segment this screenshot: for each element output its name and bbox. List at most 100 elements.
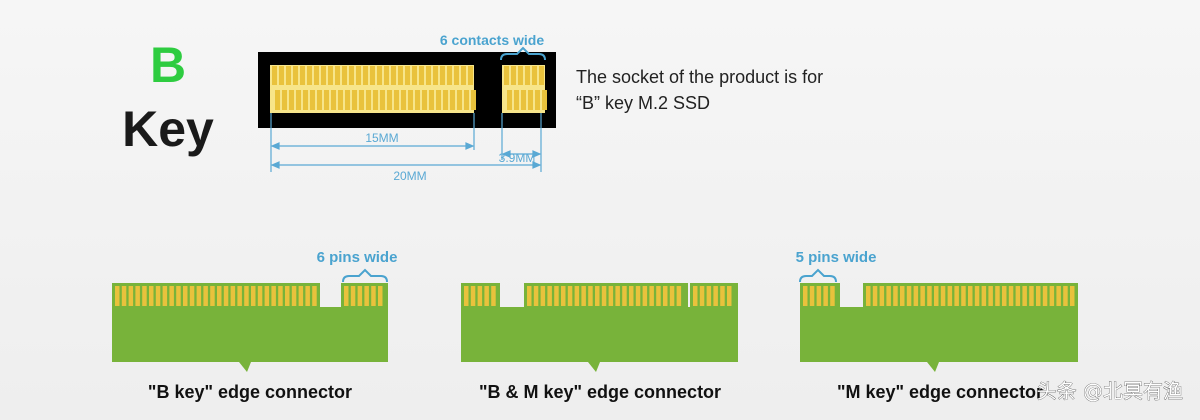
contact	[345, 90, 350, 110]
bm-key-caption: "B & M key" edge connector	[479, 382, 721, 402]
contact	[542, 90, 547, 110]
contact	[464, 90, 469, 110]
pin	[533, 286, 539, 306]
m-key-brace	[799, 268, 837, 283]
pin	[961, 286, 966, 306]
contact	[335, 66, 340, 85]
contact	[539, 66, 544, 85]
contact	[303, 90, 308, 110]
pin	[1063, 286, 1068, 306]
pin	[830, 286, 835, 306]
pin	[608, 286, 614, 306]
pin	[601, 286, 607, 306]
contact	[272, 66, 277, 85]
contact	[426, 66, 431, 85]
pin	[344, 286, 349, 306]
pin	[1022, 286, 1027, 306]
pin	[491, 286, 496, 306]
pin	[169, 286, 174, 306]
pin	[298, 286, 304, 306]
contact	[504, 66, 509, 85]
pin	[809, 286, 815, 306]
socket-description-line2: “B” key M.2 SSD	[576, 93, 710, 113]
pin	[196, 286, 202, 306]
contact	[398, 66, 403, 85]
contact	[394, 90, 399, 110]
contact	[440, 66, 445, 85]
pin	[1008, 286, 1014, 306]
pin	[378, 286, 383, 306]
contact	[507, 90, 512, 110]
contact	[356, 66, 361, 85]
pin	[879, 286, 885, 306]
pin	[527, 286, 532, 306]
pin	[142, 286, 147, 306]
pin	[920, 286, 925, 306]
pin	[727, 286, 732, 306]
contact	[511, 66, 516, 85]
contact	[521, 90, 526, 110]
contact	[471, 90, 476, 110]
contact	[296, 90, 301, 110]
pin	[615, 286, 620, 306]
pin	[350, 286, 356, 306]
pin	[642, 286, 648, 306]
contact	[342, 66, 347, 85]
pin	[656, 286, 661, 306]
contact	[532, 66, 537, 85]
contact	[359, 90, 364, 110]
pin	[128, 286, 134, 306]
pin	[305, 286, 310, 306]
pin	[567, 286, 573, 306]
pin	[900, 286, 905, 306]
pin	[581, 286, 586, 306]
contact	[321, 66, 326, 85]
pin	[649, 286, 654, 306]
pin	[823, 286, 828, 306]
pin	[906, 286, 912, 306]
title-word: Key	[122, 101, 214, 157]
pin	[669, 286, 675, 306]
dim-3-9mm: 3.9MM	[499, 151, 536, 165]
dim-20mm: 20MM	[393, 169, 426, 183]
pin	[940, 286, 946, 306]
contact	[387, 90, 392, 110]
dim-15mm: 15MM	[365, 131, 398, 145]
pin	[115, 286, 120, 306]
connector-board	[461, 307, 738, 362]
contact	[422, 90, 427, 110]
contact	[518, 66, 523, 85]
pin	[1015, 286, 1021, 306]
pin	[934, 286, 939, 306]
contact	[461, 66, 466, 85]
pin	[561, 286, 566, 306]
pin	[629, 286, 634, 306]
contact	[324, 90, 329, 110]
pin	[257, 286, 263, 306]
contact	[363, 66, 368, 85]
contact	[391, 66, 396, 85]
pin	[291, 286, 297, 306]
contact	[405, 66, 410, 85]
pin	[371, 286, 376, 306]
edge-connector-1	[461, 283, 738, 372]
pin	[866, 286, 871, 306]
contact	[380, 90, 385, 110]
m-key-caption: "M key" edge connector	[837, 382, 1043, 402]
m-key-pins-label: 5 pins wide	[796, 249, 877, 266]
pin	[312, 286, 317, 306]
pin	[574, 286, 580, 306]
pin	[230, 286, 236, 306]
contact	[300, 66, 305, 85]
contact	[331, 90, 336, 110]
socket-contacts	[270, 65, 547, 113]
contact	[373, 90, 378, 110]
pin	[251, 286, 256, 306]
pin	[149, 286, 154, 306]
pin	[470, 286, 476, 306]
pin	[981, 286, 987, 306]
contacts-label: 6 contacts wide	[440, 32, 544, 48]
pin	[663, 286, 668, 306]
contact	[468, 66, 473, 85]
